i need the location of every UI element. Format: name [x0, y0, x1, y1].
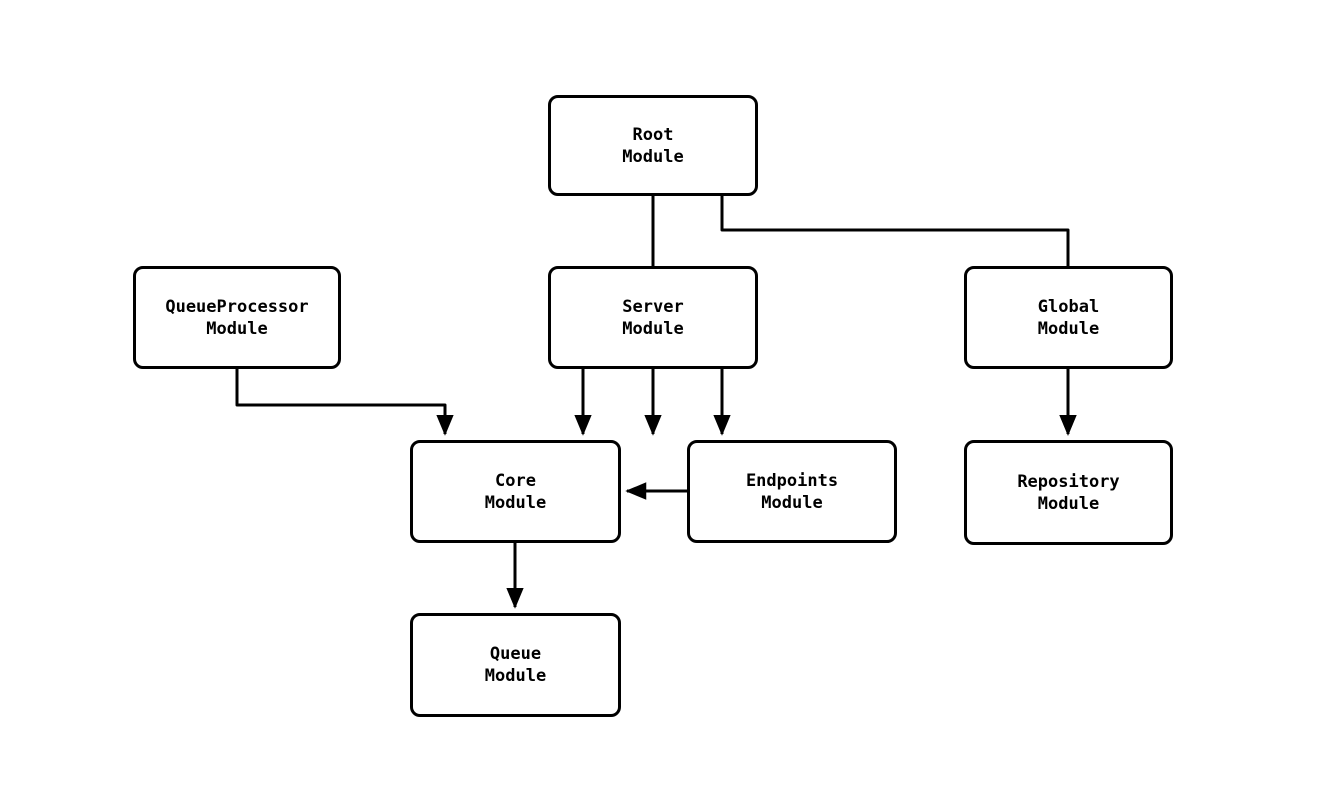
node-core-label: Core Module — [484, 470, 547, 513]
node-repository-label: Repository Module — [1017, 471, 1120, 514]
node-queue[interactable]: Queue Module — [410, 613, 621, 717]
node-global[interactable]: Global Module — [964, 266, 1173, 369]
node-endpoints[interactable]: Endpoints Module — [687, 440, 897, 543]
edge-queueprocessor-core — [235, 369, 454, 436]
node-repository[interactable]: Repository Module — [964, 440, 1173, 545]
node-global-label: Global Module — [1037, 296, 1100, 339]
node-queueprocessor-label: QueueProcessor Module — [165, 296, 309, 339]
node-queue-label: Queue Module — [484, 644, 547, 686]
node-core[interactable]: Core Module — [410, 440, 621, 543]
node-root-label: Root Module — [622, 124, 684, 167]
node-server[interactable]: Server Module — [548, 266, 758, 369]
node-queueprocessor[interactable]: QueueProcessor Module — [133, 266, 341, 369]
node-endpoints-label: Endpoints Module — [745, 470, 839, 513]
node-root[interactable]: Root Module — [548, 95, 758, 196]
node-server-label: Server Module — [622, 296, 684, 339]
